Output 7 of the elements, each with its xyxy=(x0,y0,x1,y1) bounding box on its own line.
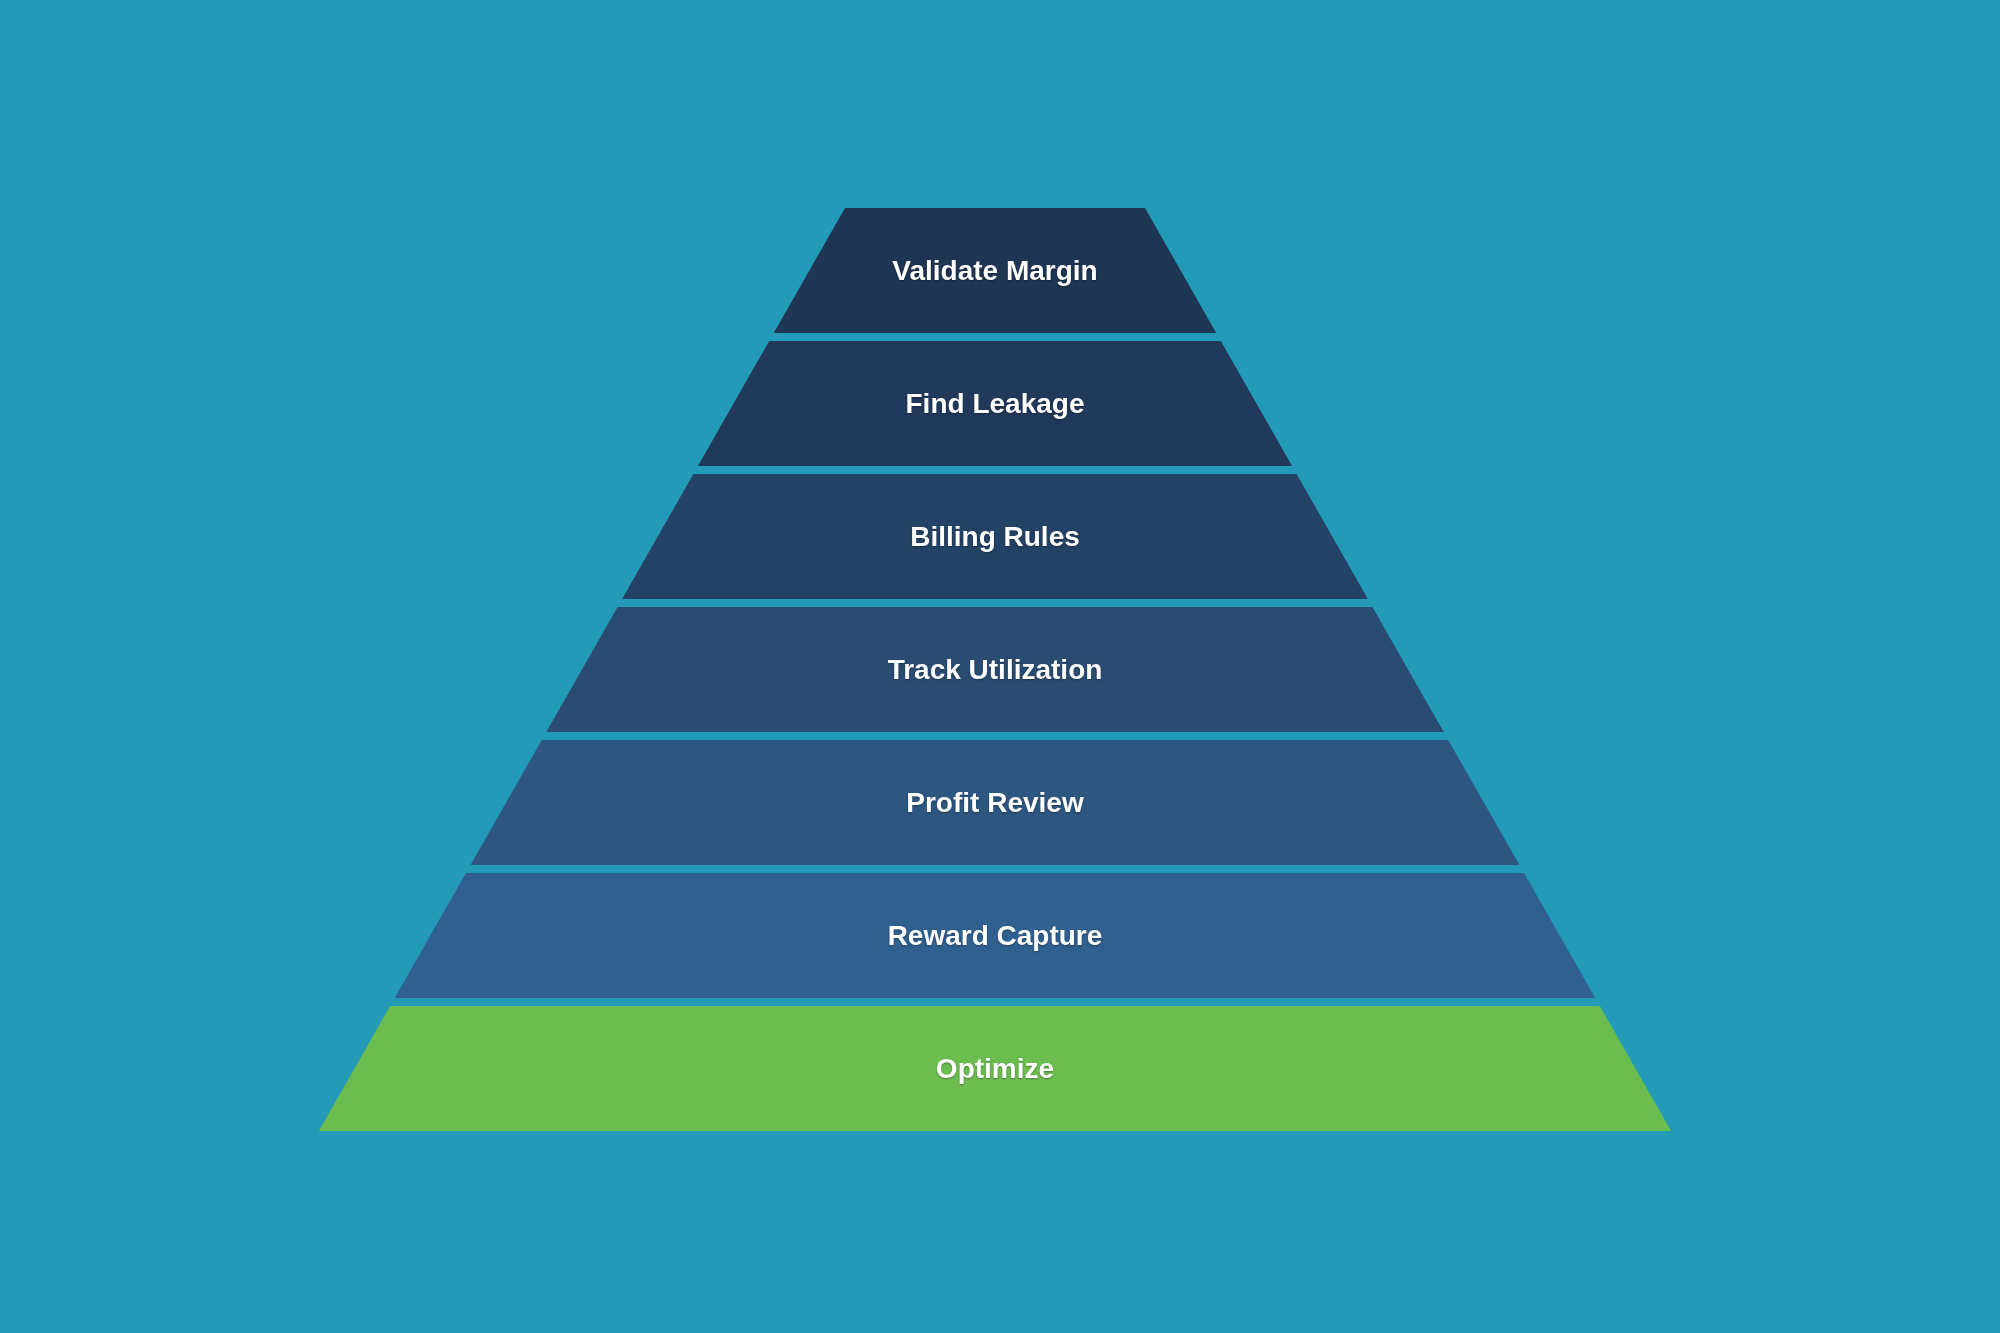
tier-label: Reward Capture xyxy=(887,919,1103,952)
tier-label: Find Leakage xyxy=(905,387,1085,420)
tier-label: Profit Review xyxy=(906,786,1084,819)
tier-label: Optimize xyxy=(935,1052,1055,1085)
tier-label: Billing Rules xyxy=(910,520,1080,553)
tier-label: Validate Margin xyxy=(892,254,1098,287)
tier-label: Track Utilization xyxy=(887,653,1103,686)
